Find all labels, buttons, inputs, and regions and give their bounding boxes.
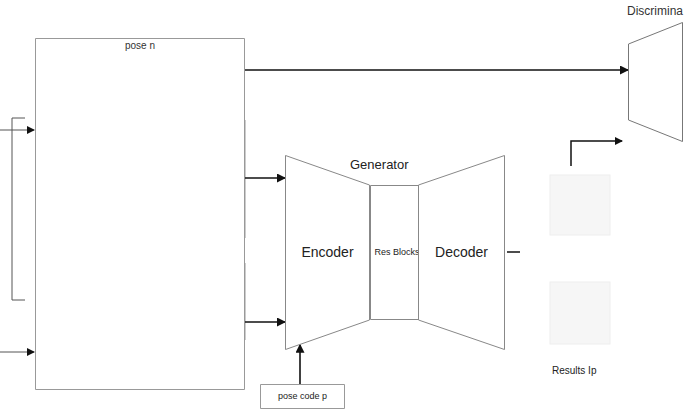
generator-label: Generator — [350, 157, 409, 172]
encoder-block: Encoder — [285, 155, 370, 350]
node-text: Decoder — [418, 244, 505, 260]
discriminator-block: Discrimina — [628, 22, 683, 142]
resblock-box: Res Blocks — [370, 185, 424, 320]
input-arrow — [0, 352, 34, 353]
node-text: pose code p — [260, 391, 345, 401]
bracket — [12, 118, 25, 300]
input-panel: pose n — [35, 38, 245, 390]
connector-arrow — [299, 345, 301, 384]
node-text: Encoder — [285, 244, 370, 260]
connector-arrow — [245, 69, 628, 71]
connector-arrow — [245, 177, 285, 179]
output-line — [507, 251, 520, 253]
decoder-block: Decoder — [418, 155, 505, 350]
connector-arrow — [245, 321, 285, 323]
node-outline — [35, 38, 245, 390]
node-text: Res Blocks — [370, 247, 424, 257]
bent-arrow — [571, 141, 622, 166]
pose-code-box: pose code p — [260, 384, 345, 409]
input-arrow — [0, 130, 34, 131]
node-text: pose n — [35, 40, 245, 52]
node-text: Discrimina — [627, 5, 683, 19]
node-outline — [628, 22, 683, 142]
results-label: Results Ip — [552, 365, 596, 376]
